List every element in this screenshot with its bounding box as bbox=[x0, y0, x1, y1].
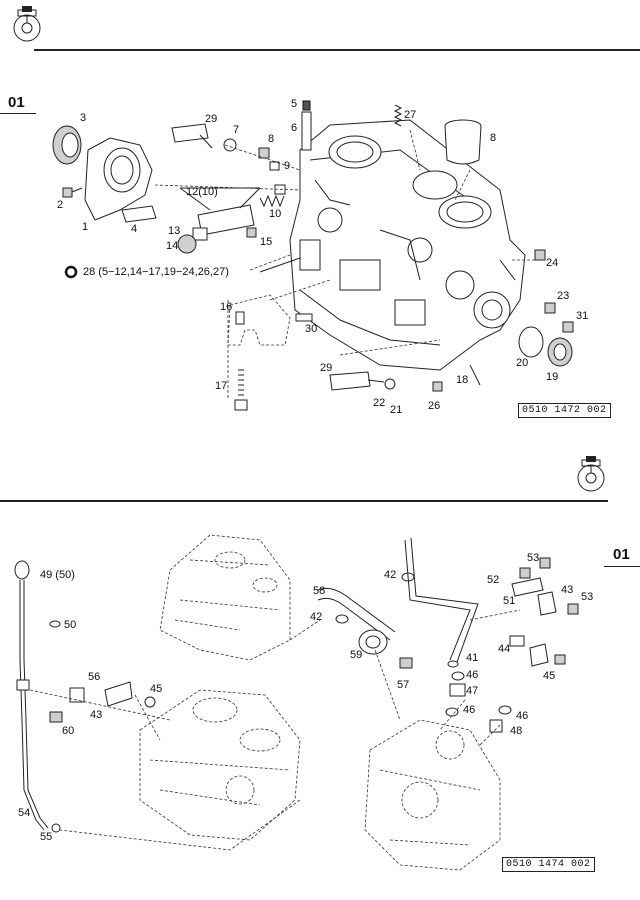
engine-block-icon bbox=[574, 454, 608, 496]
callout: 12(10) bbox=[186, 186, 218, 198]
o-ring-note: 28 (5−12,14−17,19−24,26,27) bbox=[83, 266, 229, 278]
callout: 16 bbox=[220, 301, 233, 313]
engine-block-bottom-left bbox=[139, 689, 301, 841]
callout: 58 bbox=[313, 585, 326, 597]
callout: 8 bbox=[490, 132, 497, 144]
plug-4 bbox=[121, 205, 157, 223]
clamp-bracket-right bbox=[509, 557, 579, 667]
bolt-2 bbox=[62, 187, 83, 198]
callout: 47 bbox=[466, 685, 479, 697]
main-bearing-cap bbox=[227, 294, 291, 411]
callout: 42 bbox=[310, 611, 323, 623]
callout: 56 bbox=[88, 671, 101, 683]
callout: 18 bbox=[456, 374, 469, 386]
callout: 27 bbox=[404, 109, 417, 121]
callout: 43 bbox=[90, 709, 103, 721]
callout: 1 bbox=[82, 221, 89, 233]
callout: 20 bbox=[516, 357, 529, 369]
callout: 55 bbox=[40, 831, 53, 843]
callout: 29 bbox=[320, 362, 333, 374]
bushes-19-20 bbox=[518, 326, 573, 367]
reference-code-top: 0510 1472 002 bbox=[518, 403, 611, 418]
section-underline-bottom bbox=[604, 566, 640, 567]
callout: 2 bbox=[57, 199, 64, 211]
callout: 6 bbox=[291, 122, 298, 134]
clips-46-48 bbox=[445, 671, 512, 733]
section-number-bottom: 01 bbox=[613, 546, 630, 563]
callout: 46 bbox=[516, 710, 529, 722]
crankcase-block bbox=[289, 119, 526, 371]
callout: 19 bbox=[546, 371, 559, 383]
callout: 10 bbox=[269, 208, 282, 220]
clamp-bracket-left bbox=[49, 681, 156, 723]
clip-42b bbox=[335, 614, 349, 624]
spring-27 bbox=[393, 104, 403, 127]
rear-seal-cover bbox=[52, 125, 153, 221]
callout: 21 bbox=[390, 404, 403, 416]
callout: 51 bbox=[503, 595, 516, 607]
engine-block-icon bbox=[10, 4, 44, 46]
callout: 57 bbox=[397, 679, 410, 691]
callout: 30 bbox=[305, 323, 318, 335]
section-underline-top bbox=[0, 113, 36, 114]
reference-code-bottom: 0510 1474 002 bbox=[502, 857, 595, 872]
pin-18 bbox=[469, 364, 481, 386]
callout: 5 bbox=[291, 98, 298, 110]
callout: 45 bbox=[543, 670, 556, 682]
relief-valve-assembly bbox=[177, 184, 286, 254]
callout: 3 bbox=[80, 112, 87, 124]
section-number-top: 01 bbox=[8, 94, 25, 111]
sensor-29-top bbox=[171, 123, 237, 152]
callout: 60 bbox=[62, 725, 75, 737]
header-rule bbox=[34, 49, 640, 51]
callout: 46 bbox=[463, 704, 476, 716]
engine-block-bottom-right bbox=[364, 719, 501, 871]
callout: 52 bbox=[487, 574, 500, 586]
header-rule-bottom bbox=[0, 500, 608, 502]
callout: 9 bbox=[284, 160, 291, 172]
callout: 49 (50) bbox=[40, 569, 75, 581]
callout: 43 bbox=[561, 584, 574, 596]
callout: 24 bbox=[546, 257, 559, 269]
callout: 26 bbox=[428, 400, 441, 412]
breather-hose bbox=[317, 587, 413, 669]
callout: 8 bbox=[268, 133, 275, 145]
callout: 50 bbox=[64, 619, 77, 631]
callout: 4 bbox=[131, 223, 138, 235]
callout: 41 bbox=[466, 652, 479, 664]
pins-5-6 bbox=[301, 100, 312, 151]
callout: 54 bbox=[18, 807, 31, 819]
o-ring-28 bbox=[64, 265, 78, 279]
callout: 13 bbox=[168, 225, 181, 237]
callout: 48 bbox=[510, 725, 523, 737]
callout: 23 bbox=[557, 290, 570, 302]
callout: 7 bbox=[233, 124, 240, 136]
callout: 15 bbox=[260, 236, 273, 248]
callout: 59 bbox=[350, 649, 363, 661]
callout: 14 bbox=[166, 240, 179, 252]
callout: 53 bbox=[527, 552, 540, 564]
breather-pipe bbox=[404, 537, 479, 668]
engine-block-top-left bbox=[159, 534, 291, 661]
callout: 45 bbox=[150, 683, 163, 695]
callout: 42 bbox=[384, 569, 397, 581]
callout: 22 bbox=[373, 397, 386, 409]
callout: 44 bbox=[498, 643, 511, 655]
callout: 17 bbox=[215, 380, 228, 392]
crankcase-drawing bbox=[52, 100, 574, 411]
callout: 29 bbox=[205, 113, 218, 125]
clip-42a bbox=[401, 572, 415, 582]
sensor-29-bottom bbox=[329, 371, 443, 392]
cylinder-liner bbox=[444, 119, 482, 165]
dowel-30 bbox=[295, 313, 313, 322]
callout: 53 bbox=[581, 591, 594, 603]
callout: 46 bbox=[466, 669, 479, 681]
dipstick bbox=[14, 560, 61, 833]
callout: 31 bbox=[576, 310, 589, 322]
